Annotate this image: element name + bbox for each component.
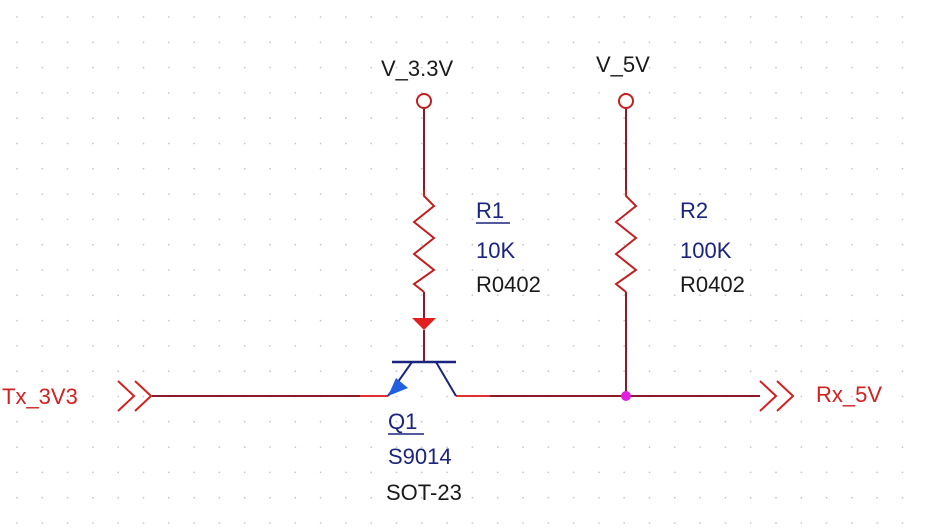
resistor-r1[interactable]: R1 10K R0402 [412, 190, 541, 297]
resistor-footprint: R0402 [476, 272, 541, 297]
transistor-part: S9014 [388, 444, 452, 469]
net-port-tx[interactable]: Tx_3V3 [2, 380, 153, 412]
resistor-footprint: R0402 [680, 272, 745, 297]
double-chevron-right-icon [759, 380, 795, 412]
collector-pin-marker-icon [412, 318, 436, 330]
transistor-q1[interactable]: Q1 S9014 SOT-23 [386, 318, 462, 505]
transistor-designator: Q1 [388, 409, 417, 434]
double-chevron-right-icon [117, 380, 153, 412]
power-port-label: V_3.3V [381, 56, 453, 81]
resistor-value: 100K [680, 238, 732, 263]
power-port-circle [618, 93, 634, 109]
transistor-package: SOT-23 [386, 480, 462, 505]
power-port-v3v3[interactable]: V_3.3V [381, 56, 453, 109]
transistor-collector-lead [435, 361, 457, 397]
power-port-circle [416, 93, 432, 109]
power-port-v5v[interactable]: V_5V [596, 52, 650, 109]
resistor-r2[interactable]: R2 100K R0402 [614, 190, 745, 297]
emitter-arrow-icon [388, 378, 408, 396]
net-port-label: Rx_5V [816, 382, 882, 407]
resistor-designator: R2 [680, 198, 708, 223]
resistor-zigzag-icon [412, 190, 436, 293]
power-port-label: V_5V [596, 52, 650, 77]
resistor-designator: R1 [476, 198, 504, 223]
wires [152, 108, 760, 397]
net-port-rx[interactable]: Rx_5V [759, 380, 882, 412]
grid-dots [16, 16, 904, 524]
net-port-label: Tx_3V3 [2, 384, 78, 409]
junction-dot [621, 391, 631, 401]
resistor-value: 10K [476, 238, 515, 263]
resistor-zigzag-icon [614, 190, 638, 293]
